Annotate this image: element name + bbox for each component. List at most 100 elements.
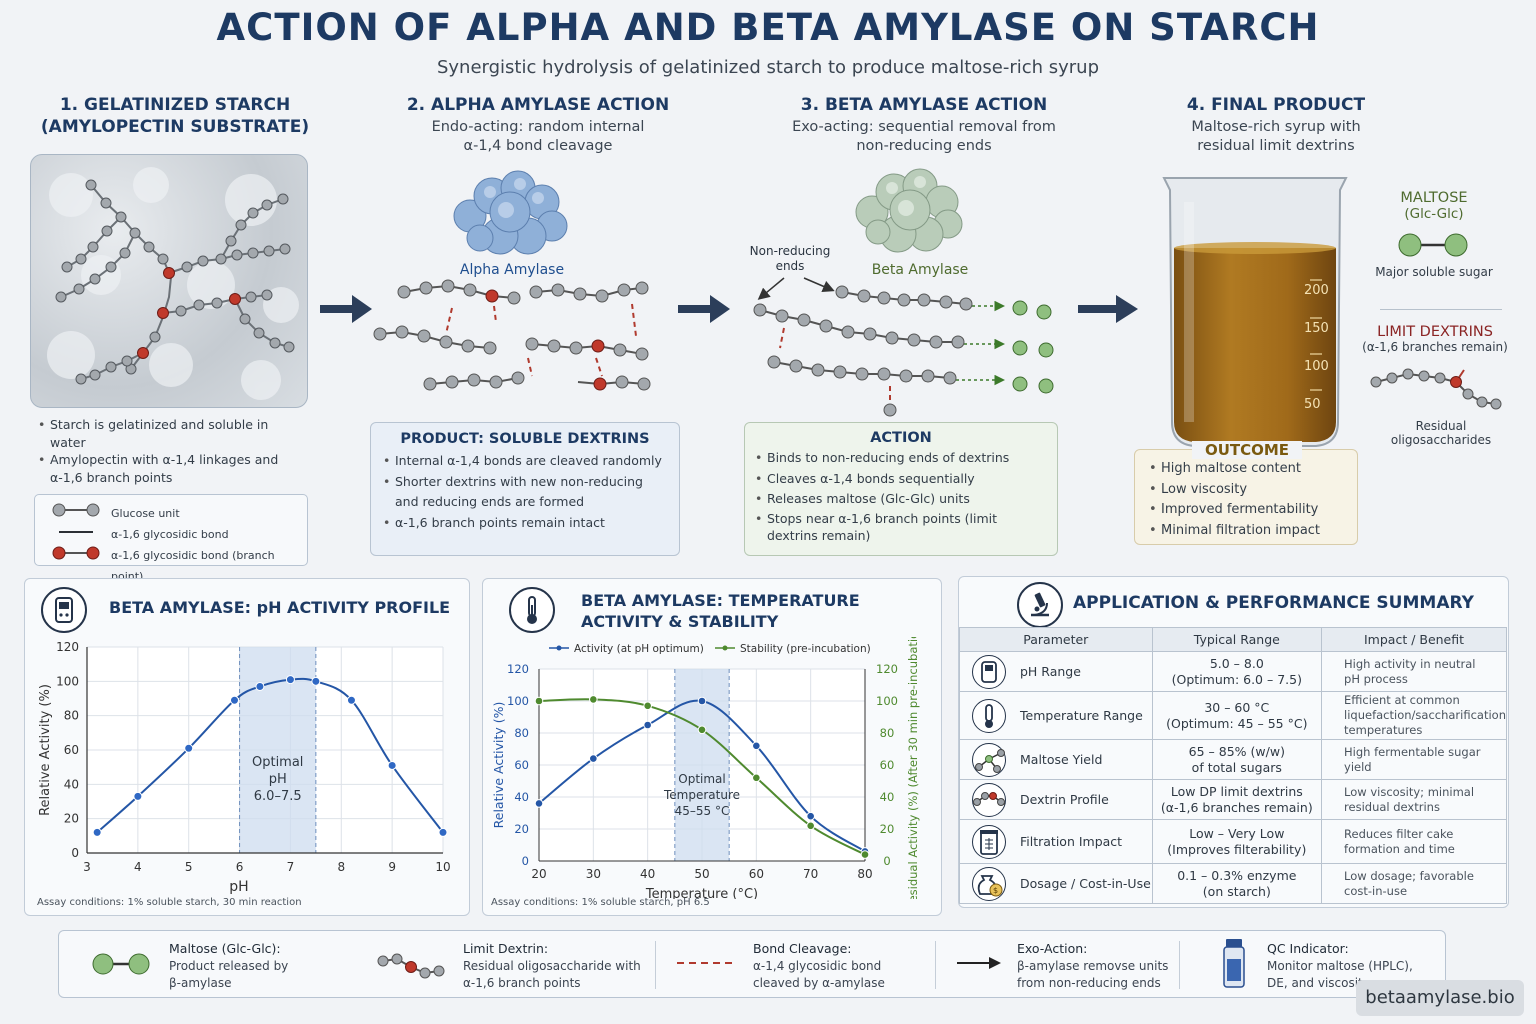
optimal-range-label: 45–55 °C [675, 804, 730, 818]
step2-bullet-3: α-1,6 branch points remain intact [381, 513, 669, 534]
step4-subtitle-line1: Maltose-rich syrup with [1191, 119, 1361, 135]
data-point [285, 675, 295, 685]
legend-maltose-title: Maltose (Glc-Glc): [169, 941, 281, 956]
maltose-callout: MALTOSE (Glc-Glc) [1366, 190, 1502, 222]
cell-typical-range: Low DP limit dextrins(α-1,6 branches rem… [1151, 779, 1323, 820]
legend-marker [556, 645, 562, 651]
outcome-bullet-2: Low viscosity [1147, 480, 1349, 501]
range-line: 5.0 – 8.0 [1209, 655, 1264, 671]
data-point [387, 760, 397, 770]
cell-typical-range: 0.1 – 0.3% enzyme(on starch) [1151, 863, 1323, 904]
legend-limit-dextrin-line1: Residual oligosaccharide with [463, 959, 641, 973]
data-point [589, 695, 598, 704]
legend-divider [935, 941, 936, 989]
legend-marker [722, 645, 728, 651]
x-tick-label: 5 [185, 860, 193, 874]
x-tick-label: 40 [640, 867, 655, 881]
optimal-range-label: Optimal [678, 772, 725, 786]
header-impact: Impact / Benefit [1321, 627, 1507, 652]
legend-label: Activity (at pH optimum) [574, 643, 704, 655]
microscope-icon [1017, 582, 1063, 628]
ph-panel-title: BETA AMYLASE: pH ACTIVITY PROFILE [109, 598, 451, 617]
x-tick-label: 7 [287, 860, 295, 874]
impact-line: liquefaction/saccharification [1344, 708, 1506, 722]
watermark: betaamylase.bio [1356, 980, 1524, 1016]
step1-title: 1. GELATINIZED STARCH (AMYLOPECTIN SUBST… [20, 94, 330, 138]
cell-typical-range: Low – Very Low(Improves filterability) [1151, 819, 1323, 864]
y-tick-label: 120 [56, 640, 79, 654]
step3-bullet-1: Binds to non-reducing ends of dextrins [753, 448, 1047, 469]
page-title: ACTION OF ALPHA AND BETA AMYLASE ON STAR… [216, 6, 1320, 49]
data-point [697, 696, 707, 706]
arrow-right-icon [678, 295, 730, 323]
y-axis-label: Relative Activity (%) [38, 684, 53, 816]
legend-glucose-unit: Glucose unit [111, 507, 180, 520]
table-header-row: Parameter Typical Range Impact / Benefit [959, 627, 1507, 652]
x-tick-label: 30 [586, 867, 601, 881]
maltose-title: MALTOSE [1400, 190, 1468, 206]
x-tick-label: 3 [83, 860, 91, 874]
y2-tick-label: 0 [883, 854, 890, 868]
temperature-panel: BETA AMYLASE: TEMPERATURE ACTIVITY & STA… [482, 578, 942, 916]
impact-line: pH process [1344, 671, 1408, 686]
limit-dextrin-molecule-icon [1370, 368, 1502, 410]
legend-bond-cleavage: Bond Cleavage: α-1,4 glycosidic bond cle… [753, 940, 885, 992]
non-reducing-line1: Non-reducing [749, 244, 831, 258]
legend-divider [1179, 941, 1180, 989]
range-line: 0.1 – 0.3% enzyme [1177, 867, 1297, 883]
impact-line: formation and time [1344, 841, 1455, 856]
y2-tick-label: 100 [876, 694, 898, 708]
step3-subtitle-line2: non-reducing ends [856, 138, 992, 154]
beaker-mark-200: 200 [1304, 283, 1329, 298]
page-subtitle: Synergistic hydrolysis of gelatinized st… [436, 57, 1100, 78]
x-tick-label: 4 [134, 860, 142, 874]
legend-glyphs [52, 503, 100, 560]
range-line: of total sugars [1191, 759, 1282, 775]
y-tick-label: 80 [514, 726, 529, 740]
x-tick-label: 80 [857, 867, 872, 881]
beta-action-box: ACTION Binds to non-reducing ends of dex… [744, 422, 1058, 556]
y-tick-label: 0 [71, 846, 79, 860]
x-tick-label: 70 [803, 867, 818, 881]
step1-bullet-2: Amylopectin with α-1,4 linkages and α-1,… [36, 451, 306, 486]
legend-maltose: Maltose (Glc-Glc): Product released by β… [169, 940, 288, 992]
svg-text:$: $ [993, 886, 998, 895]
legend-labels: Glucose unit α-1,6 glycosidic bond α-1,6… [111, 503, 307, 587]
outcome-box: OUTCOME High maltose content Low viscosi… [1134, 441, 1358, 545]
data-point [752, 773, 761, 783]
cell-parameter: $Dosage / Cost-in-Use [959, 863, 1153, 904]
beaker-graphic [1162, 177, 1348, 447]
vial-icon [1223, 939, 1245, 988]
step3-bullets: Binds to non-reducing ends of dextrins C… [753, 448, 1047, 544]
range-line: (Optimum: 6.0 – 7.5) [1171, 671, 1302, 687]
data-point [697, 725, 707, 735]
beaker-mark-150: 150 [1304, 321, 1329, 336]
impact-line: Reduces filter cake [1344, 826, 1454, 841]
y-tick-label: 60 [64, 743, 79, 757]
dosage-bag-icon: $ [972, 866, 1006, 901]
step2-bullet-1: Internal α-1,4 bonds are cleaved randoml… [381, 451, 669, 472]
step2-bullets: Internal α-1,4 bonds are cleaved randoml… [381, 451, 669, 533]
impact-line: residual dextrins [1344, 799, 1440, 814]
performance-table: Parameter Typical Range Impact / Benefit… [959, 627, 1507, 904]
legend-limit-dextrin-line2: α-1,6 branch points [463, 976, 581, 990]
step1-title-line1: 1. GELATINIZED STARCH [59, 95, 291, 115]
temperature-panel-title: BETA AMYLASE: TEMPERATURE ACTIVITY & STA… [581, 590, 860, 632]
y2-axis-label: Residual Activity (%) (After 30 min pre-… [906, 637, 920, 899]
data-point [643, 720, 652, 730]
data-point [643, 701, 652, 711]
step2-bullet-2: Shorter dextrins with new non-reducing a… [381, 472, 669, 513]
range-line: (Optimum: 45 – 55 °C) [1166, 715, 1308, 731]
impact-line: Low viscosity; minimal [1344, 784, 1475, 799]
y-tick-label: 20 [514, 822, 529, 836]
legend-limit-dextrin-title: Limit Dextrin: [463, 941, 549, 956]
data-point [229, 695, 239, 705]
legend-label: Stability (pre-incubation) [740, 643, 871, 655]
x-tick-label: 10 [435, 860, 450, 874]
y2-tick-label: 40 [880, 790, 895, 804]
